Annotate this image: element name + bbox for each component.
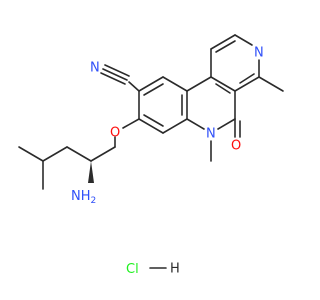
- bond-ch2-to-ch: [90, 146, 116, 162]
- bond-ring-b-5: [186, 118, 205, 130]
- atom-amine: NH2: [71, 189, 96, 206]
- salt-cl: Cl: [126, 262, 139, 277]
- bond-ring-a-5: [138, 118, 164, 134]
- bond-ch2-to-ch-iso: [42, 146, 68, 162]
- molecule-structure: N N N O O NH2 Cl H: [18, 34, 284, 277]
- atom-amine-subscript: 2: [91, 196, 97, 206]
- atom-lactam-n: N: [206, 127, 216, 142]
- bond-ring-a-inner-1: [143, 83, 164, 96]
- structure-canvas: N N N O O NH2 Cl H: [18, 34, 284, 277]
- bond-ring-c-inner-2: [239, 73, 255, 84]
- bond-ring-a-2: [162, 76, 188, 92]
- bond-nitrile-triple-1: [102, 68, 128, 81]
- bond-ring-b-2: [210, 76, 236, 92]
- bond-ring-a-4: [162, 118, 188, 134]
- salt-hcl: Cl: [126, 262, 139, 277]
- atom-nitrile-n: N: [90, 61, 100, 76]
- atom-carbonyl-o: O: [231, 139, 241, 154]
- atom-ether-o: O: [110, 126, 120, 141]
- bonds: [18, 34, 284, 269]
- bond-nitrile-triple-2: [100, 72, 126, 85]
- bond-ch-to-ch2: [66, 146, 92, 162]
- bond-iso-methyl-1: [18, 146, 44, 162]
- bond-ring-b-4: [217, 118, 236, 130]
- bond-ring-c-3: [234, 34, 253, 46]
- bond-ring-c-5: [234, 76, 260, 92]
- bond-nitrile-to-ring: [128, 81, 140, 92]
- bond-ring-a-1: [138, 76, 164, 92]
- bond-ring-to-ether-o: [122, 118, 140, 129]
- bond-ring-b-1: [186, 76, 212, 92]
- bond-methyl-pyridine: [258, 76, 284, 92]
- atom-pyridine-n: N: [254, 46, 264, 61]
- atom-amine-nh: NH: [71, 189, 91, 204]
- salt-h: H: [170, 262, 180, 277]
- atom-labels: N N N O O NH2 Cl H: [71, 46, 264, 277]
- bond-ring-a-inner-3: [143, 114, 164, 127]
- bond-ring-b-inner: [215, 83, 231, 94]
- bond-ring-c-inner-1: [215, 40, 236, 53]
- bond-ring-c-2: [210, 34, 236, 50]
- bond-nitrile-triple-3: [104, 64, 130, 77]
- bond-wedge-amine: [88, 161, 94, 183]
